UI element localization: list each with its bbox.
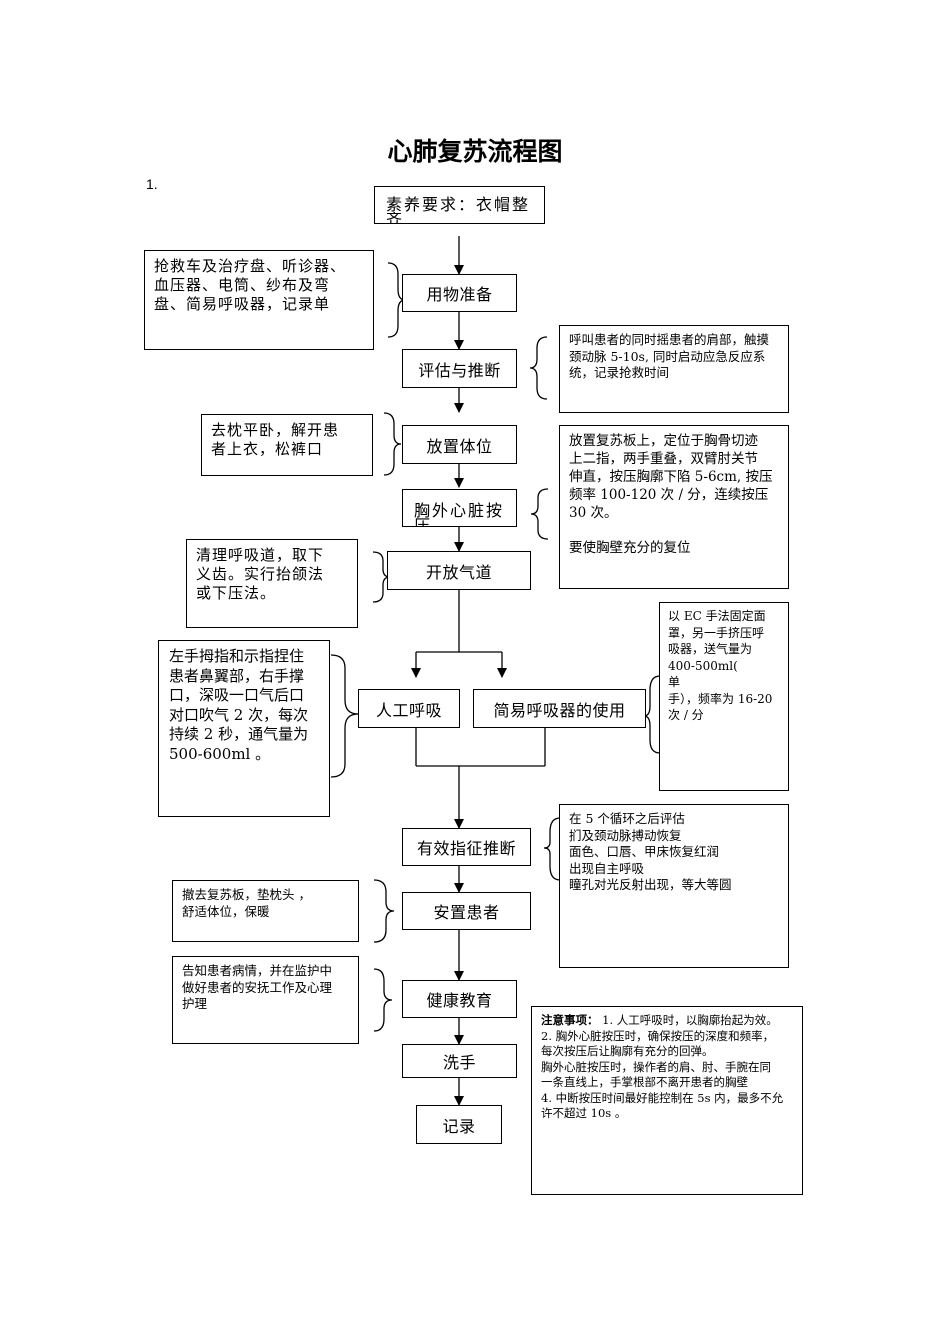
brace-compress <box>530 488 549 540</box>
note-line: 左手拇指和示指捏住 <box>169 647 305 665</box>
step-prepare-label: 用物准备 <box>426 285 493 304</box>
step-mouth-breath: 人工呼吸 <box>358 689 460 728</box>
brace-bag <box>643 675 661 754</box>
note-line: 者上衣，松裤口 <box>211 440 324 459</box>
note-line: 一条直线上，手掌根部不离开患者的胸壁 <box>541 1075 748 1090</box>
note-line: 伸直，按压胸廓下陷 5-6cm, 按压 <box>569 469 773 486</box>
step-quality-cut: 齐 <box>386 212 403 223</box>
step-education: 健康教育 <box>402 980 517 1018</box>
note-line: 或下压法。 <box>196 584 277 603</box>
note-line: 对口吹气 2 次，每次 <box>169 705 309 724</box>
step-settle-label: 安置患者 <box>433 903 500 922</box>
note-line: 舒适体位，保暖 <box>182 903 270 919</box>
note-line: 盘、简易呼吸器，记录单 <box>154 295 331 314</box>
note-line: 呼叫患者的同时摇患者的肩部，触摸 <box>569 332 770 347</box>
brace-education <box>373 968 393 1032</box>
note-mouth: 左手拇指和示指捏住 患者鼻翼部，右手撑 口，深吸一口气后口 对口吹气 2 次，每… <box>158 640 330 817</box>
note-line <box>569 522 779 539</box>
note-line: 义齿。实行抬颌法 <box>196 565 325 584</box>
note-line: 每次按压后让胸廓有充分的回弹。 <box>541 1044 714 1059</box>
note-line: 患者鼻翼部，右手撑 <box>169 666 305 685</box>
caution-label: 注意事项： <box>541 1013 599 1027</box>
note-line: 许不超过 10s 。 <box>541 1106 627 1121</box>
note-line: 手），频率为 16-20 <box>668 691 773 706</box>
note-line: 持续 2 秒，通气量为 <box>169 725 309 743</box>
step-signs-label: 有效指征推断 <box>416 839 516 858</box>
step-mouth-breath-label: 人工呼吸 <box>375 700 442 720</box>
note-line: 抢救车及治疗盘、听诊器、 <box>154 257 347 275</box>
note-line: 做好患者的安抚工作及心理 <box>182 979 333 995</box>
note-signs: 在 5 个循环之后评估 扪及颈动脉搏动恢复 面色、口唇、甲床恢复红润 出现自主呼… <box>559 804 789 968</box>
step-wash: 洗手 <box>402 1044 517 1078</box>
step-wash-label: 洗手 <box>442 1053 476 1072</box>
note-line: 扪及颈动脉搏动恢复 <box>569 827 682 843</box>
note-line: 频率 100-120 次 / 分，连续按压 <box>569 487 769 504</box>
note-line: 在 5 个循环之后评估 <box>569 811 685 826</box>
note-line: 次 / 分 <box>668 708 704 723</box>
note-line: 口，深吸一口气后口 <box>169 686 305 704</box>
note-line: 护理 <box>182 996 208 1011</box>
step-compress-label: 胸外心脏按 <box>414 501 505 520</box>
step-quality-label: 素养要求：衣帽整 <box>386 195 531 214</box>
note-line: 出现自主呼吸 <box>569 860 645 876</box>
step-settle: 安置患者 <box>402 892 531 930</box>
note-line: 统，记录抢救时间 <box>569 365 670 380</box>
note-assess: 呼叫患者的同时摇患者的肩部，触摸 颈动脉 5-10s, 同时启动应急反应系 统，… <box>559 325 789 413</box>
page-title: 心肺复苏流程图 <box>387 137 563 166</box>
brace-position <box>383 412 402 476</box>
step-quality: 素养要求：衣帽整 齐 <box>374 186 545 224</box>
note-line: 30 次。 <box>569 505 618 522</box>
note-line: 要使胸壁充分的复位 <box>569 540 691 557</box>
step-signs: 有效指征推断 <box>402 828 531 866</box>
caution-first-line: 注意事项： 1. 人工呼吸时，以胸廓抬起为效。 <box>541 1013 793 1029</box>
note-line: 告知患者病情，并在监护中 <box>182 963 333 978</box>
step-assess-label: 评估与推断 <box>418 360 501 380</box>
note-line: 面色、口唇、甲床恢复红润 <box>569 844 720 859</box>
step-airway: 开放气道 <box>387 551 531 590</box>
note-line: 颈动脉 5-10s, 同时启动应急反应系 <box>569 348 766 364</box>
note-line: 2. 胸外心脏按压时，确保按压的深度和频率， <box>541 1028 775 1043</box>
note-line: 瞳孔对光反射出现，等大等圆 <box>569 877 732 892</box>
note-airway: 清理呼吸道，取下 义齿。实行抬颌法 或下压法。 <box>186 539 358 628</box>
note-line: 4. 中断按压时间最好能控制在 5s 内，最多不允 <box>541 1090 784 1105</box>
note-line: 上二指，两手重叠，双臂肘关节 <box>569 451 758 468</box>
note-bag: 以 EC 手法固定面 罩，另一手挤压呼 吸器，送气量为 400-500ml( 单… <box>659 602 789 791</box>
note-line: 罩，另一手挤压呼 <box>668 625 765 640</box>
list-number: 1. <box>146 176 158 192</box>
brace-assess <box>529 336 548 400</box>
step-compress-cut: 压 <box>414 518 431 526</box>
step-position-label: 放置体位 <box>426 436 493 456</box>
note-line: 清理呼吸道，取下 <box>196 546 325 564</box>
note-line: 血压器、电筒、纱布及弯 <box>154 276 331 295</box>
note-line: 去枕平卧，解开患 <box>211 421 340 439</box>
step-bag-breath: 简易呼吸器的使用 <box>473 689 646 728</box>
note-line: 以 EC 手法固定面 <box>668 609 766 623</box>
note-compress: 放置复苏板上，定位于胸骨切迹 上二指，两手重叠，双臂肘关节 伸直，按压胸廓下陷 … <box>559 425 789 589</box>
note-line: 放置复苏板上，定位于胸骨切迹 <box>569 433 758 449</box>
step-record: 记录 <box>416 1105 502 1144</box>
step-prepare: 用物准备 <box>402 274 517 312</box>
note-caution: 注意事项： 1. 人工呼吸时，以胸廓抬起为效。 2. 胸外心脏按压时，确保按压的… <box>531 1006 803 1195</box>
note-prepare: 抢救车及治疗盘、听诊器、 血压器、电筒、纱布及弯 盘、简易呼吸器，记录单 <box>144 250 374 350</box>
note-line: 400-500ml( 单 <box>668 658 769 690</box>
note-line: 吸器，送气量为 <box>668 642 753 657</box>
brace-mouth <box>330 654 359 778</box>
note-line: 1. 人工呼吸时，以胸廓抬起为效。 <box>602 1013 778 1027</box>
brace-settle <box>373 879 395 943</box>
note-settle: 撤去复苏板，垫枕头 ， 舒适体位，保暖 <box>172 880 359 942</box>
step-education-label: 健康教育 <box>426 991 493 1010</box>
step-assess: 评估与推断 <box>402 349 517 388</box>
note-line: 撤去复苏板，垫枕头 ， <box>182 887 311 902</box>
note-education: 告知患者病情，并在监护中 做好患者的安抚工作及心理 护理 <box>172 956 359 1044</box>
note-line: 胸外心脏按压时，操作者的肩、肘、手腕在同 <box>541 1059 771 1074</box>
step-airway-label: 开放气道 <box>425 562 492 582</box>
note-position: 去枕平卧，解开患 者上衣，松裤口 <box>201 414 373 476</box>
step-bag-breath-label: 简易呼吸器的使用 <box>493 700 626 720</box>
step-compress: 胸外心脏按 压 <box>402 489 517 527</box>
brace-signs <box>543 817 561 881</box>
step-record-label: 记录 <box>442 1116 476 1136</box>
step-position: 放置体位 <box>402 425 517 464</box>
note-line: 500-600ml 。 <box>169 744 271 763</box>
